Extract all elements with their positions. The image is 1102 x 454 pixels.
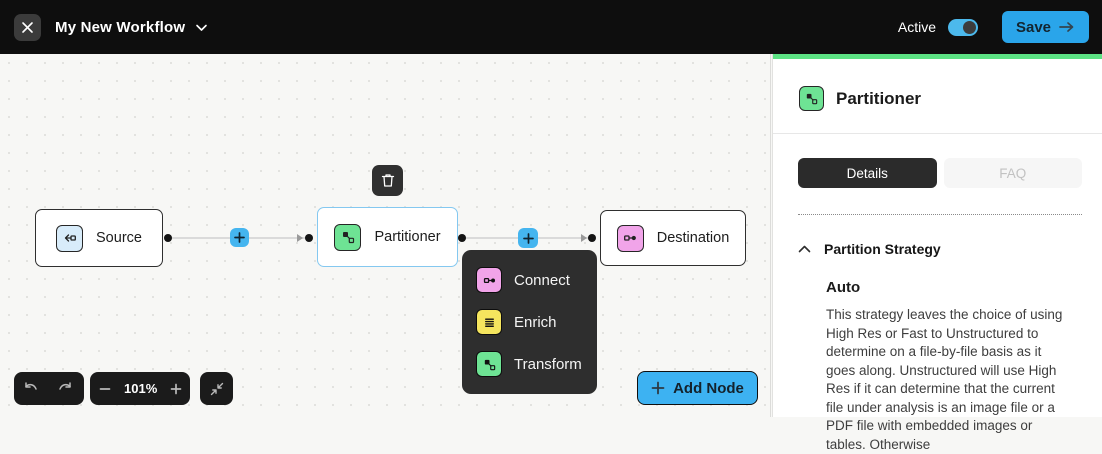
chevron-up-icon bbox=[798, 245, 811, 253]
menu-item-label: Enrich bbox=[514, 313, 557, 331]
arrow-right-icon bbox=[1059, 21, 1075, 33]
workflow-title: My New Workflow bbox=[55, 18, 186, 36]
menu-item-label: Transform bbox=[514, 355, 582, 373]
node-label: Partitioner bbox=[374, 229, 441, 245]
trash-icon bbox=[381, 173, 395, 188]
panel-accent-bar bbox=[773, 54, 1102, 59]
add-node-type-menu: Connect Enrich Transform bbox=[462, 250, 597, 394]
tab-details[interactable]: Details bbox=[798, 158, 937, 188]
panel-header: Partitioner bbox=[773, 59, 1102, 134]
save-button-label: Save bbox=[1015, 18, 1052, 36]
partitioner-split-icon bbox=[799, 86, 824, 111]
undo-button[interactable] bbox=[14, 372, 48, 405]
delete-node-button[interactable] bbox=[372, 165, 403, 196]
transform-split-icon bbox=[476, 351, 502, 377]
history-controls bbox=[14, 372, 84, 405]
edge-arrowhead-icon bbox=[581, 234, 587, 242]
partition-strategy-content: Auto This strategy leaves the choice of … bbox=[826, 279, 1082, 454]
add-node-on-edge-button[interactable] bbox=[230, 228, 249, 247]
fit-view-button[interactable] bbox=[210, 372, 224, 405]
add-node-button[interactable]: Add Node bbox=[637, 371, 758, 405]
connect-icon bbox=[476, 267, 502, 293]
chevron-down-icon[interactable] bbox=[195, 23, 208, 32]
redo-icon bbox=[59, 382, 71, 390]
edge-handle-dot[interactable] bbox=[164, 234, 172, 242]
active-toggle-label: Active bbox=[897, 19, 936, 35]
node-destination[interactable]: Destination bbox=[600, 210, 746, 266]
enrich-lines-icon bbox=[476, 309, 502, 335]
dotted-divider bbox=[798, 214, 1082, 215]
plus-icon bbox=[170, 383, 182, 394]
workflow-canvas[interactable]: Source Partitioner Destination Connect bbox=[0, 54, 771, 417]
strategy-name: Auto bbox=[826, 279, 861, 296]
tab-faq[interactable]: FAQ bbox=[943, 158, 1082, 188]
add-node-on-edge-button[interactable] bbox=[518, 228, 538, 248]
edge-handle-dot[interactable] bbox=[458, 234, 466, 242]
top-bar: My New Workflow Active Save bbox=[0, 0, 1102, 54]
minus-icon bbox=[99, 387, 111, 390]
node-source[interactable]: Source bbox=[35, 209, 163, 267]
menu-item-connect[interactable]: Connect bbox=[462, 259, 597, 301]
zoom-level-value: 101% bbox=[124, 381, 158, 396]
close-workflow-button[interactable] bbox=[14, 13, 41, 41]
zoom-controls: 101% bbox=[90, 372, 190, 405]
fit-view-control bbox=[200, 372, 233, 405]
node-partitioner[interactable]: Partitioner bbox=[317, 207, 458, 267]
menu-item-enrich[interactable]: Enrich bbox=[462, 301, 597, 343]
active-toggle[interactable] bbox=[948, 18, 978, 36]
panel-title: Partitioner bbox=[836, 88, 922, 108]
add-node-button-label: Add Node bbox=[673, 379, 744, 397]
menu-item-transform[interactable]: Transform bbox=[462, 343, 597, 385]
node-label: Source bbox=[96, 230, 142, 246]
node-details-panel: Partitioner Details FAQ Partition Strate… bbox=[772, 54, 1102, 452]
toggle-knob bbox=[963, 20, 976, 34]
destination-plug-icon bbox=[616, 224, 644, 252]
redo-button[interactable] bbox=[48, 372, 82, 405]
save-button[interactable]: Save bbox=[1002, 11, 1089, 43]
close-icon bbox=[21, 21, 34, 34]
node-label: Destination bbox=[656, 230, 730, 246]
undo-icon bbox=[25, 382, 37, 390]
plus-icon bbox=[651, 381, 665, 395]
partition-strategy-section-header[interactable]: Partition Strategy bbox=[798, 241, 1082, 257]
zoom-in-button[interactable] bbox=[161, 372, 191, 405]
source-plug-icon bbox=[56, 224, 84, 252]
edge-arrowhead-icon bbox=[297, 234, 303, 242]
menu-item-label: Connect bbox=[514, 271, 570, 289]
section-title: Partition Strategy bbox=[824, 241, 941, 257]
edge-handle-dot[interactable] bbox=[305, 234, 313, 242]
partitioner-split-icon bbox=[334, 223, 362, 251]
zoom-out-button[interactable] bbox=[90, 372, 120, 405]
strategy-description: This strategy leaves the choice of using… bbox=[826, 307, 1063, 452]
panel-tabs: Details FAQ bbox=[798, 158, 1082, 188]
edge-handle-dot[interactable] bbox=[588, 234, 596, 242]
collapse-icon bbox=[210, 382, 223, 395]
